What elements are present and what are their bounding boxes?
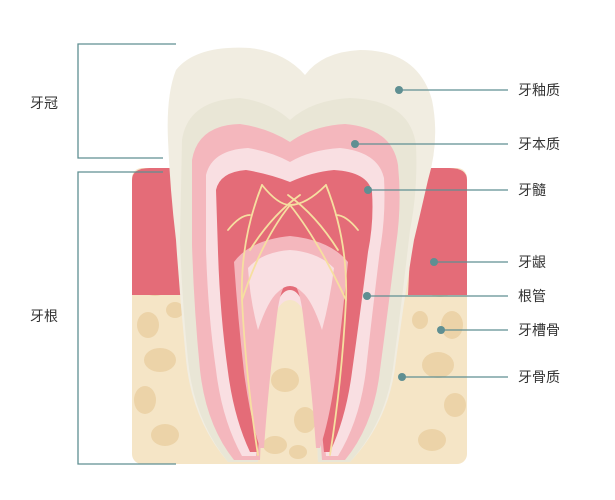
crown-label: 牙冠 (30, 96, 58, 112)
gingiva-label: 牙龈 (518, 255, 546, 271)
label-root-canal: 根管 (363, 289, 546, 305)
root-canal-label: 根管 (518, 289, 546, 305)
pulp-label: 牙髓 (518, 183, 546, 199)
root-canal-center (248, 250, 334, 330)
crown-bracket: 牙冠 (30, 43, 176, 159)
enamel-label: 牙釉质 (518, 83, 560, 99)
root-bracket: 牙根 (30, 171, 176, 465)
dentin-label: 牙本质 (518, 137, 560, 153)
root-label: 牙根 (30, 309, 58, 325)
cementum-label: 牙骨质 (518, 370, 560, 386)
label-enamel: 牙釉质 (395, 83, 560, 99)
alveolar-bone-label: 牙槽骨 (518, 323, 560, 339)
label-cementum: 牙骨质 (398, 370, 560, 386)
label-dentin: 牙本质 (351, 137, 560, 153)
nerves (227, 184, 359, 456)
label-alveolar-bone: 牙槽骨 (437, 323, 560, 339)
label-gingiva: 牙龈 (430, 255, 546, 271)
label-pulp: 牙髓 (364, 183, 546, 199)
